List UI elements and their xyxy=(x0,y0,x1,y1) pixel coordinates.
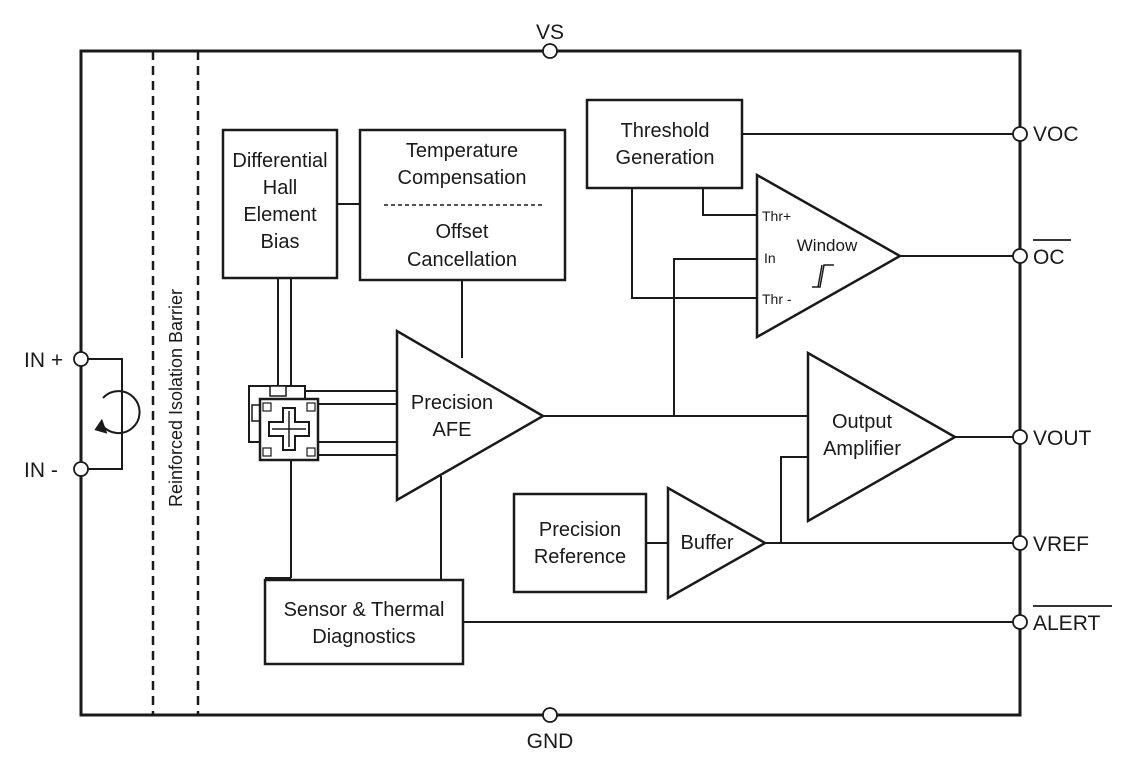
svg-text:Thr+: Thr+ xyxy=(762,208,791,224)
svg-text:Temperature: Temperature xyxy=(406,140,518,162)
svg-text:Output: Output xyxy=(832,411,892,433)
window-comparator: Thr+ In Thr - Window xyxy=(755,172,903,340)
precision-afe-amplifier: Precision AFE xyxy=(395,328,546,503)
svg-text:VS: VS xyxy=(536,21,564,44)
svg-text:ALERT: ALERT xyxy=(1033,612,1100,635)
svg-text:Amplifier: Amplifier xyxy=(823,438,901,460)
svg-text:Precision: Precision xyxy=(411,392,493,414)
svg-text:Buffer: Buffer xyxy=(681,532,734,554)
hall-sensor-icon xyxy=(248,385,320,462)
pin-oc: OC xyxy=(1012,239,1071,269)
buffer-amplifier: Buffer xyxy=(666,485,768,601)
svg-text:VOC: VOC xyxy=(1033,123,1079,146)
svg-text:AFE: AFE xyxy=(433,419,472,441)
pin-vs: VS xyxy=(536,21,564,59)
svg-text:Thr -: Thr - xyxy=(762,291,792,307)
svg-text:OC: OC xyxy=(1033,246,1065,269)
svg-text:IN +: IN + xyxy=(24,349,63,372)
temperature-compensation-block: Temperature Compensation Offset Cancella… xyxy=(358,128,567,282)
isolation-barrier-label: Reinforced Isolation Barrier xyxy=(166,289,186,507)
threshold-generation-block: Threshold Generation xyxy=(585,98,744,190)
pin-vref: VREF xyxy=(1012,533,1089,556)
hall-element-bias-block: Differential Hall Element Bias xyxy=(221,128,339,280)
svg-text:Precision: Precision xyxy=(539,519,621,541)
hysteresis-icon xyxy=(812,264,834,288)
svg-text:Diagnostics: Diagnostics xyxy=(312,626,415,648)
output-amplifier: Output Amplifier xyxy=(806,350,958,524)
svg-text:Compensation: Compensation xyxy=(398,167,527,189)
svg-text:In: In xyxy=(764,250,776,266)
svg-text:IN -: IN - xyxy=(24,459,58,482)
precision-reference-block: Precision Reference xyxy=(512,492,648,594)
svg-text:Window: Window xyxy=(797,236,858,255)
pin-in-plus: IN + xyxy=(24,349,89,372)
svg-text:Hall: Hall xyxy=(263,177,297,199)
svg-text:Differential: Differential xyxy=(232,150,327,172)
svg-text:Threshold: Threshold xyxy=(621,120,710,142)
pin-alert: ALERT xyxy=(1012,605,1112,635)
pin-vout: VOUT xyxy=(1012,427,1092,450)
pin-gnd: GND xyxy=(527,707,574,753)
pin-voc: VOC xyxy=(1012,123,1079,146)
svg-text:Bias: Bias xyxy=(261,231,300,253)
svg-text:VOUT: VOUT xyxy=(1033,427,1092,450)
svg-text:Sensor & Thermal: Sensor & Thermal xyxy=(284,599,445,621)
svg-text:GND: GND xyxy=(527,730,574,753)
svg-text:Element: Element xyxy=(243,204,317,226)
svg-text:Offset: Offset xyxy=(436,221,489,243)
sensor-thermal-diagnostics-block: Sensor & Thermal Diagnostics xyxy=(263,578,465,666)
svg-text:Generation: Generation xyxy=(616,147,715,169)
svg-text:Reference: Reference xyxy=(534,546,626,568)
input-current-path xyxy=(81,358,141,470)
wires xyxy=(265,133,1013,623)
svg-text:VREF: VREF xyxy=(1033,533,1089,556)
svg-text:Cancellation: Cancellation xyxy=(407,249,517,271)
pin-in-minus: IN - xyxy=(24,459,89,482)
